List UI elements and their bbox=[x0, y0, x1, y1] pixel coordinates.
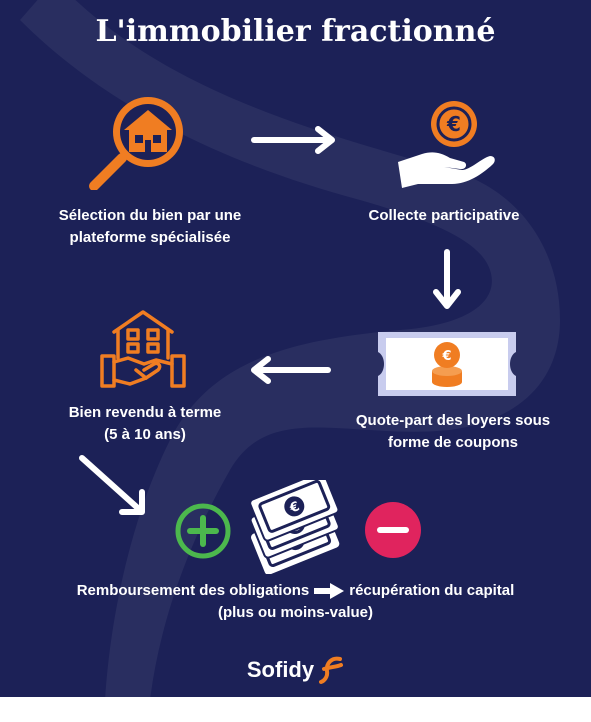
step-selection-line-2: plateforme spécialisée bbox=[69, 229, 231, 246]
step-revente-line-1: Bien revendu à terme bbox=[68, 404, 222, 421]
arrow-diagonal-icon bbox=[79, 455, 145, 515]
brand-name: Sofidy bbox=[246, 657, 315, 682]
brand-mark-icon bbox=[319, 656, 344, 684]
page-title: L'immobilier fractionné bbox=[95, 14, 496, 49]
hand-euro-coin-icon: € bbox=[398, 101, 495, 188]
arrow-left-icon bbox=[251, 356, 331, 384]
step-selection-label: Sélection du bien par une plateforme spé… bbox=[20, 205, 280, 249]
brand-logo: Sofidy bbox=[0, 655, 591, 685]
arrow-right-small-icon bbox=[314, 583, 345, 599]
banknotes-icon: € bbox=[249, 480, 340, 574]
step-quote-part-line-1: Quote-part des loyers sous bbox=[355, 412, 551, 429]
step-revente-line-2: (5 à 10 ans) bbox=[104, 426, 186, 443]
repayment-right: récupération du capital bbox=[349, 582, 515, 599]
step-quote-part-label: Quote-part des loyers sous forme de coup… bbox=[322, 410, 584, 454]
plus-icon bbox=[175, 503, 231, 559]
step-revente-label: Bien revendu à terme (5 à 10 ans) bbox=[30, 402, 260, 446]
building-handshake-icon bbox=[100, 310, 186, 388]
svg-text:€: € bbox=[446, 112, 461, 136]
repayment-line-2: (plus ou moins-value) bbox=[217, 604, 373, 621]
coupon-ticket-icon: € bbox=[378, 332, 516, 396]
arrow-down-icon bbox=[433, 249, 461, 309]
step-collecte-label: Collecte participative bbox=[320, 205, 568, 227]
repayment-row: Remboursement des obligations récupérati… bbox=[0, 580, 591, 602]
repayment-text: Remboursement des obligations récupérati… bbox=[0, 580, 591, 624]
arrow-right-icon bbox=[251, 126, 335, 154]
repayment-left: Remboursement des obligations bbox=[76, 582, 310, 599]
step-collecte-line-1: Collecte participative bbox=[368, 207, 520, 224]
svg-text:€: € bbox=[441, 349, 451, 364]
magnifier-house-icon bbox=[89, 97, 183, 190]
step-quote-part-line-2: forme de coupons bbox=[387, 434, 518, 451]
infographic-panel: L'immobilier fractionné € Sélection du b… bbox=[0, 0, 591, 697]
step-selection-line-1: Sélection du bien par une bbox=[58, 207, 242, 224]
minus-icon bbox=[365, 502, 421, 558]
